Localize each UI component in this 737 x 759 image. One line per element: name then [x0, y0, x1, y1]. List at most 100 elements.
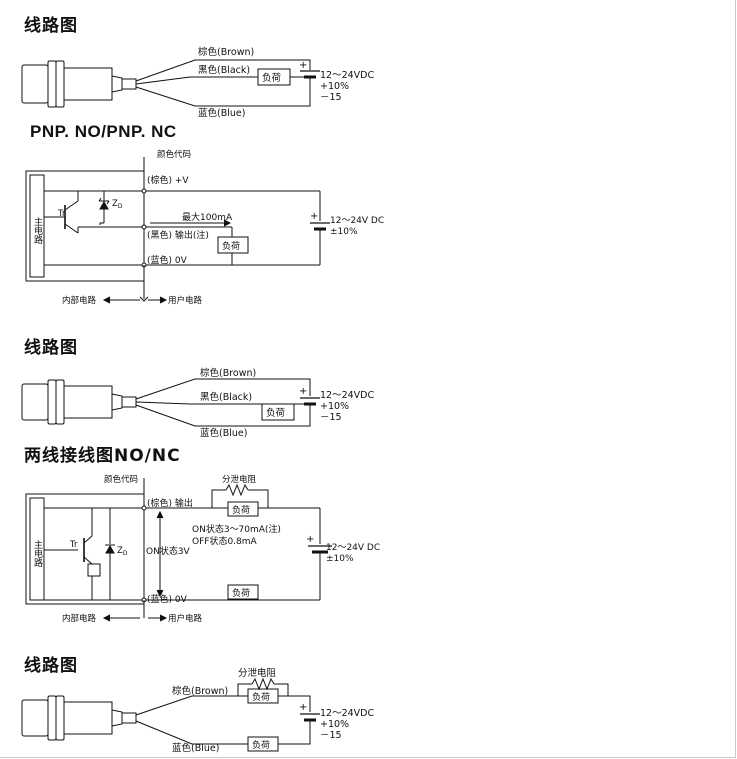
load-label: 负荷	[262, 72, 282, 84]
sensor-nut	[47, 695, 57, 741]
sensor-body	[21, 383, 49, 421]
section3-heading: 线路图	[24, 338, 78, 358]
max-current-label: 最大100mA	[182, 211, 233, 223]
user-circuit-label: 用户电路	[168, 613, 203, 624]
black-wire	[135, 401, 262, 405]
blue-terminal-label: (蓝色) 0V	[147, 254, 188, 266]
plus-sign: +	[299, 60, 307, 71]
load-label: 负荷	[232, 504, 250, 516]
supply-label: 12～24VDC	[320, 708, 374, 719]
blue-label: 蓝色(Blue)	[172, 742, 219, 754]
load-label: 负荷	[252, 691, 270, 703]
cable	[121, 396, 137, 408]
load-label: 负荷	[252, 739, 270, 751]
sensor-thread	[63, 385, 113, 419]
black-label: 黑色(Black)	[198, 64, 250, 76]
section2-heading: PNP. NO/PNP. NC	[30, 122, 177, 141]
sensor-nut	[47, 60, 57, 108]
transistor-label: Tr	[57, 209, 66, 219]
main-circuit-label: 主电路	[32, 539, 43, 568]
zener-label: ZD	[112, 199, 123, 210]
load-box	[257, 68, 291, 86]
section4-heading: 两线接线图NO/NC	[24, 446, 181, 466]
main-circuit-label: 主电路	[32, 216, 43, 245]
main-circuit-block	[29, 174, 45, 278]
sensor-body	[21, 64, 49, 104]
black-terminal-label: (黑色) 输出(注)	[147, 229, 209, 241]
section5-heading: 线路图	[24, 656, 78, 676]
section3-diagram: 棕色(Brown) 黑色(Black) 蓝色(Blue) 负荷 + 12～24V…	[21, 367, 374, 439]
section1-diagram: 棕色(Brown) 黑色(Black) 蓝色(Blue) 负荷 + 12～24V…	[21, 46, 374, 119]
tolerance-minus: －15	[320, 412, 342, 423]
cable	[121, 712, 137, 724]
supply-label: 12～24VDC	[320, 70, 374, 81]
brown-terminal-label: (棕色) +V	[147, 174, 189, 186]
supply-label: 12～24VDC	[320, 390, 374, 401]
sensor-nut	[55, 695, 65, 741]
load-box	[247, 688, 279, 704]
blue-wire	[135, 86, 311, 107]
supply-label: 12～24V DC	[326, 543, 380, 553]
brown-label: 棕色(Brown)	[172, 685, 228, 697]
load-label: 负荷	[232, 587, 250, 599]
tolerance-plus: +10%	[320, 401, 349, 412]
tolerance-plus: +10%	[320, 81, 349, 92]
blue-wire	[135, 404, 311, 427]
brown-label: 棕色(Brown)	[198, 46, 254, 58]
transistor-label: Tr	[69, 540, 78, 550]
color-code-label: 颜色代码	[104, 474, 138, 485]
plus-sign: +	[299, 702, 307, 713]
load-box	[261, 403, 295, 421]
zener-label: ZD	[117, 546, 128, 557]
sensor-thread	[63, 701, 113, 735]
section4-diagram: 颜色代码 分泄电阻 (棕色) 输出 负荷 ON状态3～70mA(注) OFF状态…	[25, 474, 380, 624]
section5-diagram: 分泄电阻 棕色(Brown) 负荷 + 12～24VDC +10% －15 负荷…	[21, 667, 374, 754]
on-current-label: ON状态3～70mA(注)	[192, 523, 281, 535]
section2-diagram: 颜色代码 (棕色) +V 最大100mA (黑色) 输出(注) (蓝色) 0V …	[25, 149, 384, 306]
plus-sign: +	[306, 534, 314, 545]
load-box	[217, 236, 249, 254]
blue-wire	[135, 720, 248, 745]
load-label: 负荷	[222, 240, 240, 252]
blue-label: 蓝色(Blue)	[198, 107, 245, 119]
internal-circuit-label: 内部电路	[62, 613, 97, 624]
black-wire	[135, 76, 258, 85]
off-current-label: OFF状态0.8mA	[192, 535, 258, 547]
supply-label: 12～24V DC	[330, 216, 384, 226]
load-box	[227, 501, 259, 517]
sensor-nut	[47, 379, 57, 425]
shunt-resistor-label: 分泄电阻	[238, 667, 277, 679]
blue-terminal-label: (蓝色) 0V	[147, 593, 188, 605]
tolerance-plus: +10%	[320, 719, 349, 730]
sensor-body	[21, 699, 49, 737]
load-label: 负荷	[266, 407, 286, 419]
shunt-resistor-label: 分泄电阻	[222, 474, 257, 485]
brown-wire	[135, 59, 311, 82]
section1-heading: 线路图	[24, 16, 78, 36]
internal-circuit-label: 内部电路	[62, 295, 97, 306]
brown-wire	[135, 695, 248, 716]
load-box	[247, 736, 279, 752]
user-circuit-label: 用户电路	[168, 295, 203, 306]
color-code-label: 颜色代码	[157, 149, 191, 160]
blue-label: 蓝色(Blue)	[200, 427, 247, 439]
sensor-thread	[63, 67, 113, 101]
internal-circuit-box	[25, 493, 145, 605]
tolerance-label: ±10%	[326, 554, 354, 564]
tolerance-minus: －15	[320, 92, 342, 103]
black-label: 黑色(Black)	[200, 391, 252, 403]
on-voltage-label: ON状态3V	[146, 545, 191, 557]
cable	[121, 78, 137, 90]
main-circuit-block	[29, 497, 45, 601]
sensor-nut	[55, 379, 65, 425]
tolerance-minus: －15	[320, 730, 342, 741]
tolerance-label: ±10%	[330, 227, 358, 237]
plus-sign: +	[299, 386, 307, 397]
brown-label: 棕色(Brown)	[200, 367, 256, 379]
sensor-nut	[55, 60, 65, 108]
load-box	[227, 584, 259, 600]
brown-wire	[135, 378, 311, 400]
plus-sign: +	[310, 211, 318, 222]
brown-terminal-label: (棕色) 输出	[147, 497, 193, 509]
